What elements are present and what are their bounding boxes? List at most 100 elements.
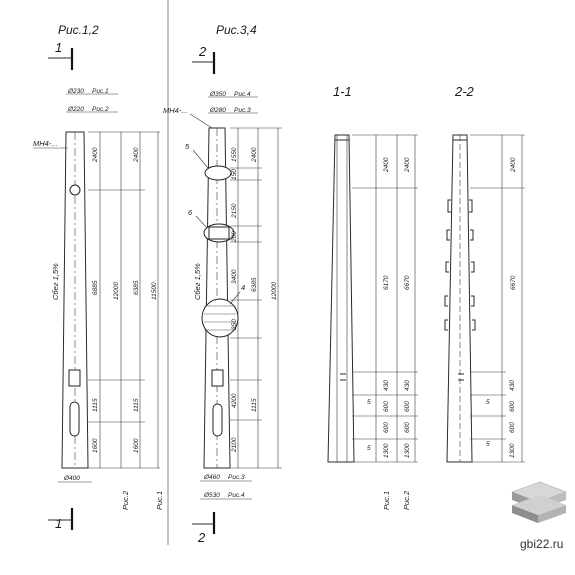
fig12-dim-1600a: 1600 (92, 438, 99, 453)
sec22-body (446, 134, 473, 463)
fig34-top-dim2-ref: Рис.3 (234, 107, 251, 114)
fig34-bottom-dim1: Ø460 (203, 474, 220, 481)
fig34-dim-6385: 6385 (251, 277, 258, 292)
fig12-title: Рис.1,2 (58, 23, 99, 37)
logo-slab-2-front (538, 505, 566, 523)
sec11-dim-6170: 6170 (383, 275, 390, 290)
fig12-top-dim2-ref: Рис.2 (92, 106, 109, 113)
sec22-five-a: 5 (486, 399, 490, 406)
fig34-top-dim2: Ø280 (209, 107, 226, 114)
sec22-dim-600a: 600 (509, 401, 516, 412)
sec11-five-a: 5 (367, 399, 371, 406)
sec22-notch-5 (444, 319, 476, 331)
fig34-dim-350: 350 (231, 319, 238, 330)
fig34-section-top-label: 2 (198, 44, 207, 59)
fig12-top-dim1-ref: Рис.1 (92, 88, 109, 95)
fig34-embedded-label: МН4-... (163, 106, 188, 115)
sec22-five-b: 5 (486, 441, 490, 448)
fig12-section-bottom-label: 1 (55, 516, 62, 531)
sec11-dim-1300a: 1300 (383, 443, 390, 458)
fig34-bottom-dim2: Ø530 (203, 492, 220, 499)
fig34-top-dim1-ref: Рис.4 (234, 91, 251, 98)
fig12-embedded-label: МН4-... (33, 139, 58, 148)
fig12-dim-1115b: 1115 (133, 398, 140, 412)
fig12-dim-12000: 12000 (113, 282, 120, 300)
site-logo (511, 481, 567, 523)
sec11-dim-2400a: 2400 (383, 157, 390, 173)
fig34-callout-5-leader (192, 149, 209, 169)
sec22-dim-1300: 1300 (509, 443, 516, 458)
fig12-dim-1115a: 1115 (92, 398, 99, 412)
fig12-hole (69, 184, 81, 196)
fig34-ring-6-inner (208, 226, 230, 240)
fig34-dim-2100: 2100 (231, 437, 238, 453)
sec11-ref2: Рис.2 (402, 490, 411, 510)
fig12-dim-11500: 11500 (151, 282, 158, 300)
fig12-dim-2400b: 2400 (133, 147, 140, 163)
fig12-bottom-dim: Ø400 (63, 475, 80, 482)
fig34-bottom-dim1-ref: Рис.3 (228, 474, 245, 481)
fig34-title: Рис.3,4 (216, 23, 257, 37)
fig34-top-dim1: Ø350 (209, 91, 226, 98)
fig34-dim-12000: 12000 (271, 282, 278, 300)
fig12-slot-rect (68, 369, 81, 387)
logo-slab-2-side (512, 505, 538, 523)
sec11-dim-6670: 6670 (404, 275, 411, 290)
fig34-dim-2400: 2400 (251, 147, 258, 163)
fig34-bottom-dim2-ref: Рис.4 (228, 492, 245, 499)
fig12-bottom-ref2: Рис.2 (121, 490, 130, 510)
fig34-dim-150: 150 (231, 169, 238, 180)
sec11-dim-430b: 430 (404, 380, 411, 391)
fig34-slot-oval (212, 403, 223, 437)
fig34-embedded-leader (189, 113, 213, 129)
fig34-dim-2150: 2150 (231, 203, 238, 219)
sec11-dim-2400b: 2400 (404, 157, 411, 173)
fig12-dim-1600b: 1600 (133, 438, 140, 453)
fig12-section-top-label: 1 (55, 40, 62, 55)
fig34-ring-5 (204, 165, 232, 181)
fig34-callout-6: 6 (188, 208, 193, 217)
sec22-notch-3 (445, 261, 475, 273)
logo-slab-2-top (512, 495, 566, 515)
fig34-callout-4-leader (229, 291, 241, 305)
fig34-ring-4 (201, 298, 239, 338)
fig12-dim-2400a: 2400 (92, 147, 99, 163)
sec22-dim-2400: 2400 (510, 157, 517, 173)
fig34-section-bottom-label: 2 (197, 530, 206, 545)
sec11-dim-600d: 600 (404, 422, 411, 433)
sec11-dim-600b: 600 (404, 401, 411, 412)
fig34-slope-label: Сбег 1,5% (193, 263, 202, 300)
sec22-notch-4 (444, 295, 475, 307)
fig34-dim-1115: 1115 (251, 398, 258, 412)
fig34-callout-6-leader (195, 215, 208, 229)
sec11-title: 1-1 (333, 84, 352, 99)
sec11-body (327, 134, 355, 463)
fig34-callout-5: 5 (185, 142, 190, 151)
sec22-notch-1 (447, 199, 473, 213)
fig12-dim-6885: 6885 (92, 280, 99, 295)
sec22-title: 2-2 (454, 84, 475, 99)
sec22-dim-6670: 6670 (510, 275, 517, 290)
sec22-notch-2 (446, 229, 474, 241)
fig12-bottom-ref1: Рис.1 (155, 491, 164, 510)
fig34-dim-200: 200 (231, 231, 238, 243)
sec11-dim-600c: 600 (383, 422, 390, 433)
fig12-top-dim2: Ø220 (67, 106, 84, 113)
sec11-dim-600a: 600 (383, 401, 390, 412)
sec11-five-b: 5 (367, 445, 371, 452)
fig12-dim-6385: 6385 (133, 280, 140, 295)
sec11-dim-430a: 430 (383, 380, 390, 391)
fig12-slope-label: Сбег 1,5% (51, 263, 60, 300)
fig34-dim-4200: 4200 (231, 393, 238, 408)
fig12-top-dim1: Ø230 (67, 88, 84, 95)
sec22-dim-430: 430 (509, 380, 516, 391)
fig34-slot-rect (211, 369, 224, 387)
fig12-slot-oval (69, 401, 80, 437)
fig34-callout-4: 4 (241, 283, 245, 292)
sec22-dim-600b: 600 (509, 422, 516, 433)
site-watermark: gbi22.ru (520, 537, 563, 551)
sec11-dim-1300b: 1300 (404, 443, 411, 458)
fig34-dim-1550: 1550 (231, 147, 238, 162)
